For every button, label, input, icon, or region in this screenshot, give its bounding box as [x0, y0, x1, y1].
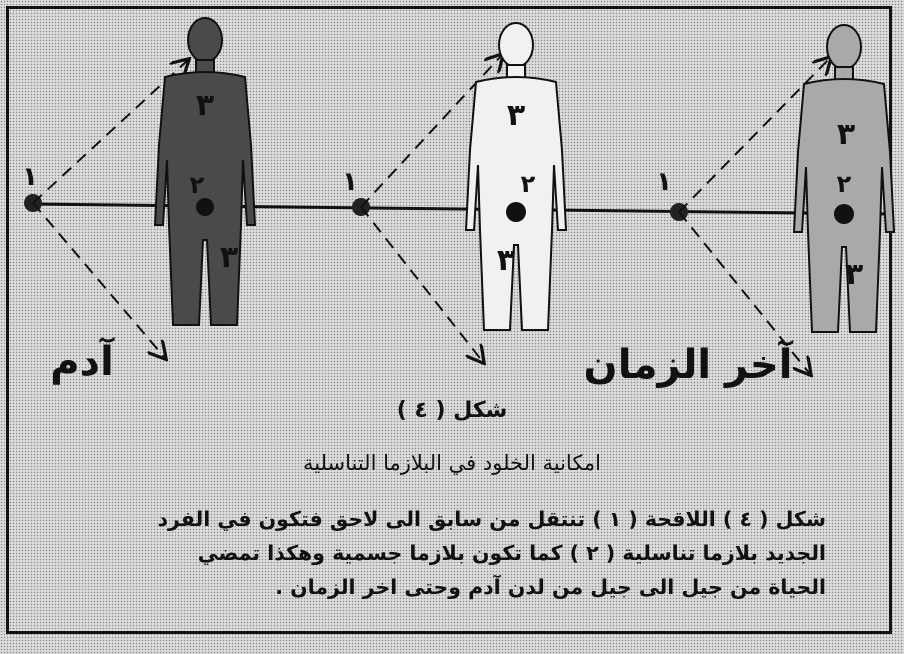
svg-text:٣: ٣ [497, 243, 515, 278]
svg-text:٣: ٣ [845, 257, 863, 292]
zygote-label: ١ [342, 167, 358, 197]
label-end-of-time: آخر الزمان [584, 339, 794, 388]
svg-text:٣: ٣ [220, 240, 238, 275]
svg-text:٣: ٣ [507, 98, 525, 133]
svg-text:٢: ٢ [190, 171, 205, 199]
caption-line: الجديد بلازما تناسلية ( ٢ ) كما تكون بلا… [198, 541, 826, 565]
svg-text:٢: ٢ [521, 170, 536, 198]
dashed-arrows [33, 55, 830, 374]
figure-label: شكل ( ٤ ) [0, 398, 904, 423]
caption-line: الحياة من جيل الى جيل من لدن آدم وحتى اخ… [275, 575, 826, 599]
figure-end-of-time: ٣ ٢ ٣ [794, 25, 894, 332]
zygote-label: ١ [656, 167, 672, 197]
zygote-label: ١ [22, 162, 38, 192]
caption-line: شكل ( ٤ ) اللاقحة ( ١ ) تنتقل من سابق ال… [157, 507, 826, 531]
label-adam: آدم [50, 336, 115, 385]
figure-title: امكانية الخلود في البلازما التناسلية [0, 451, 904, 475]
svg-text:٢: ٢ [837, 170, 852, 198]
figure-adam: ٣ ٢ ٣ [155, 18, 255, 325]
svg-text:٣: ٣ [837, 117, 855, 152]
figure-middle: ٣ ٢ ٣ [466, 23, 566, 330]
svg-text:٣: ٣ [196, 88, 214, 123]
